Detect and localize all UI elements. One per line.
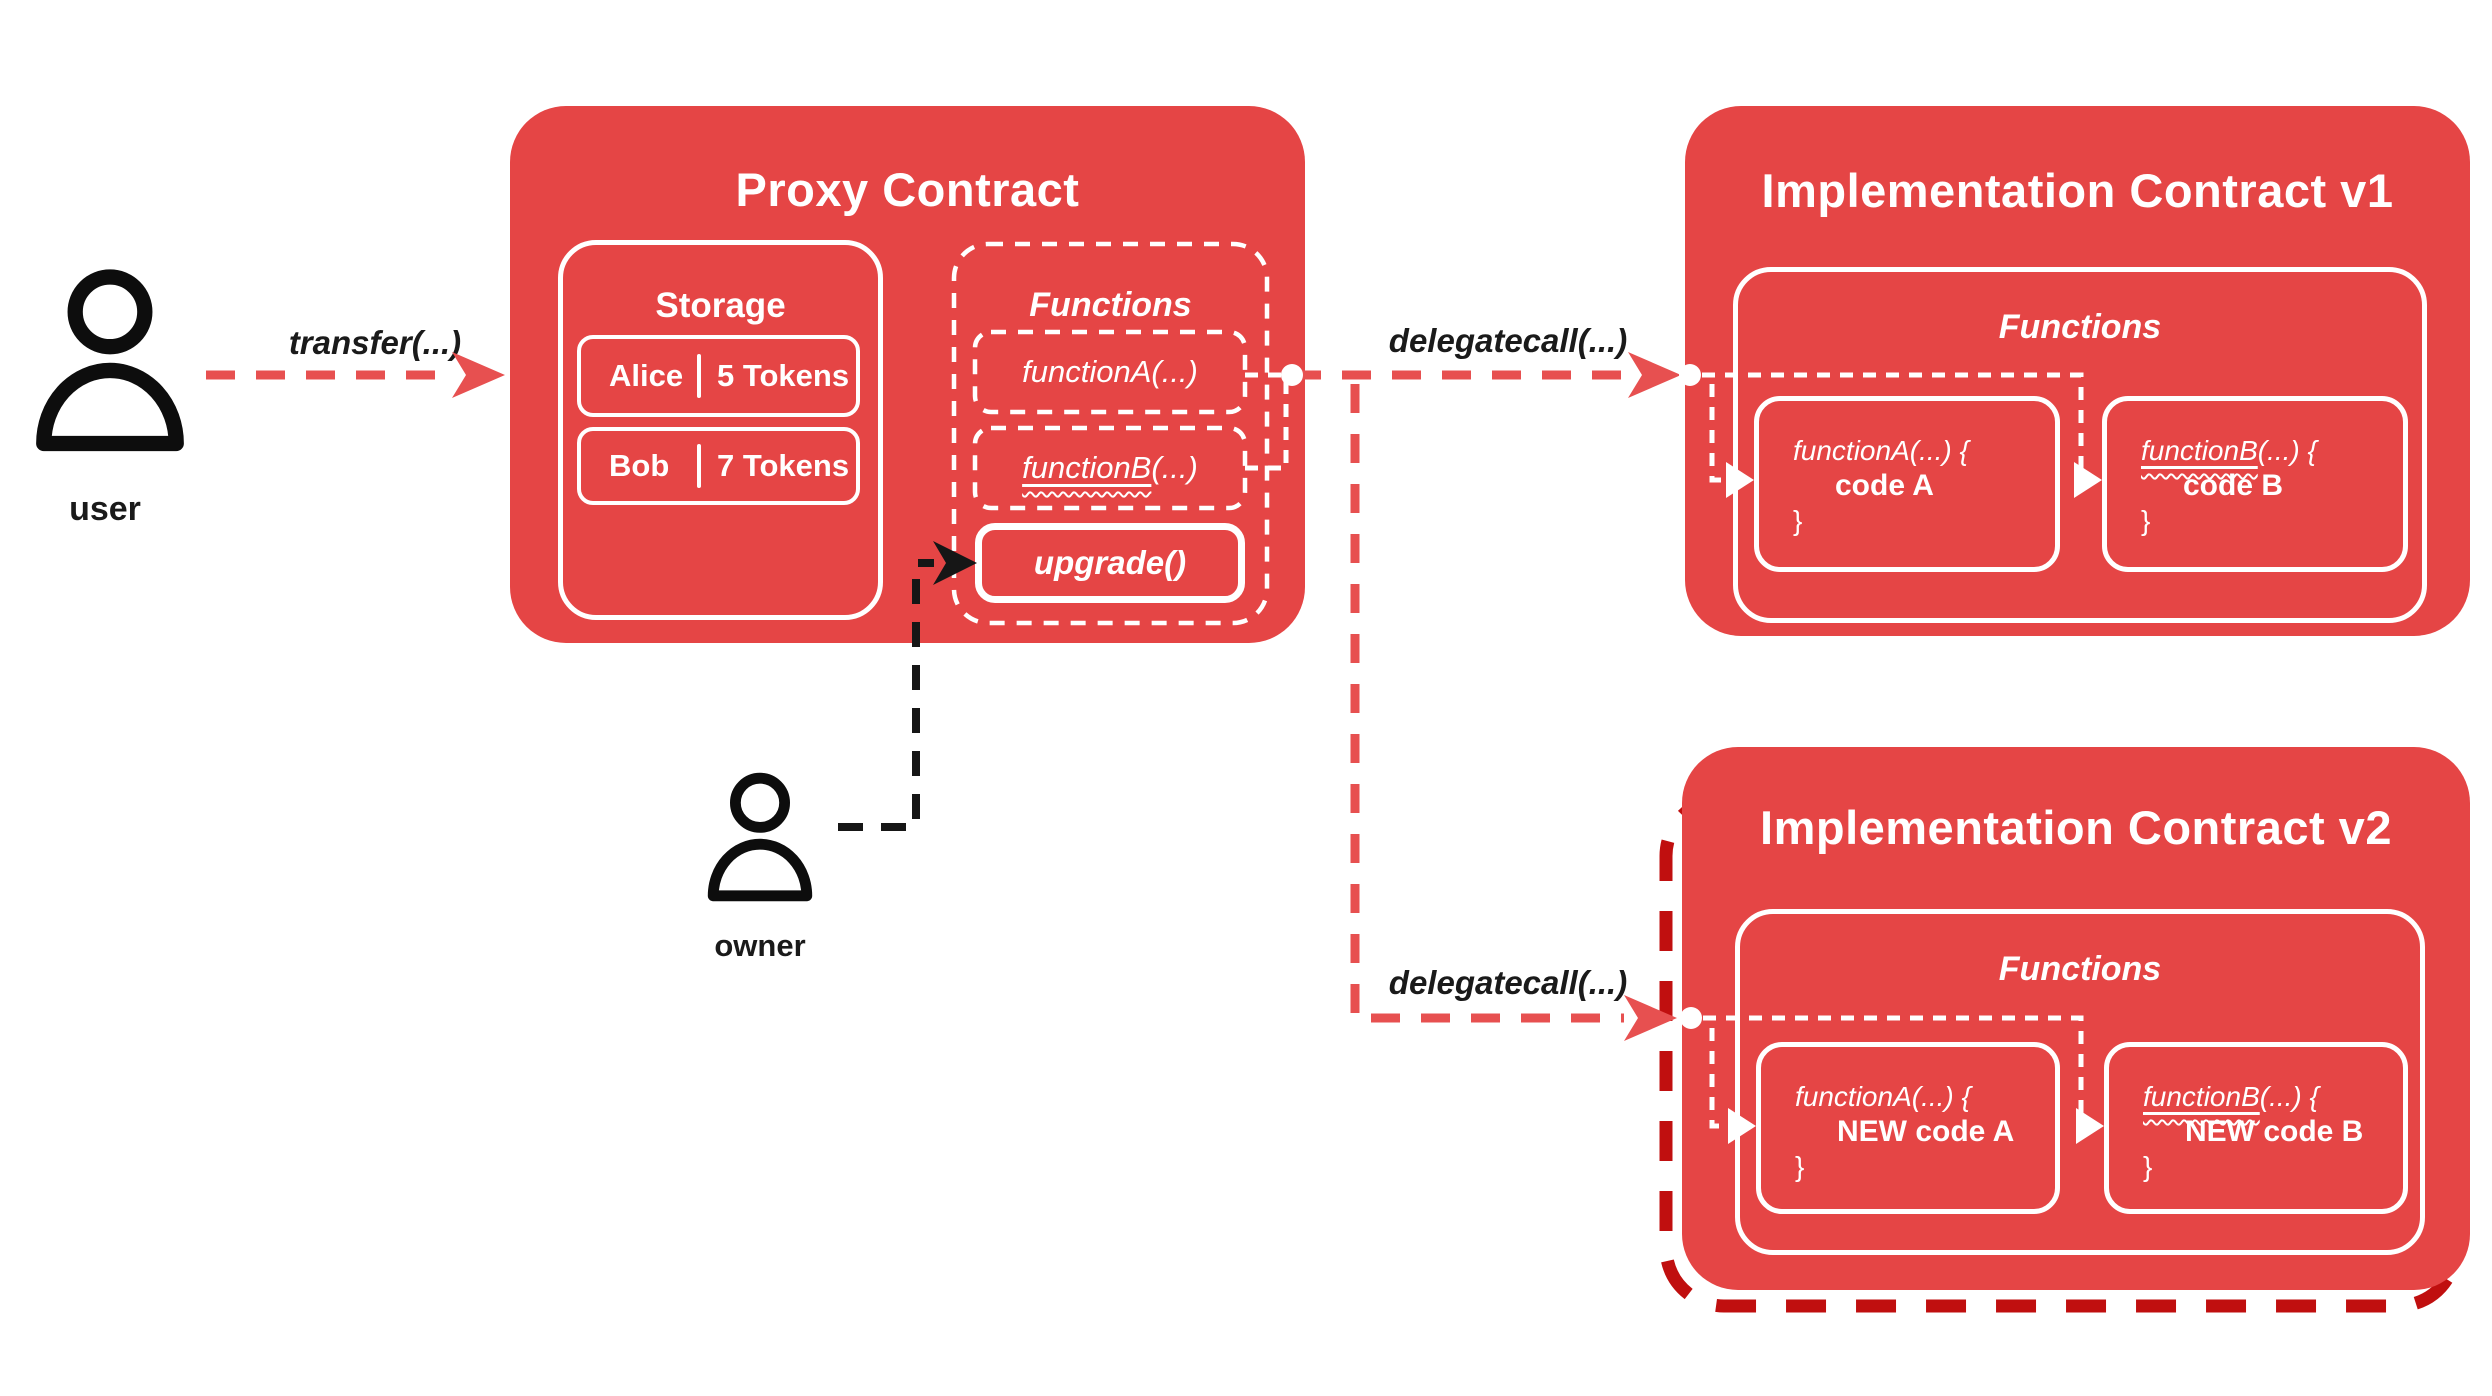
- function-close-brace: }: [1793, 505, 1803, 536]
- owner-label: owner: [714, 928, 806, 963]
- storage-row-bob: Bob 7 Tokens: [577, 427, 860, 505]
- owner-icon: [700, 770, 820, 922]
- proxy-function-a-text: functionA(...): [1022, 354, 1198, 389]
- function-signature: functionB(...) {: [2109, 1079, 2403, 1114]
- user-icon: [25, 266, 195, 480]
- storage-row-divider: [697, 354, 701, 398]
- storage-row-divider: [697, 444, 701, 488]
- impl-v1-functions-title: Functions: [1998, 308, 2162, 346]
- impl-v1-title: Implementation Contract v1: [1761, 164, 2394, 217]
- impl-v1-box: [1685, 106, 2470, 636]
- delegatecall-v2-arrow-line: [1350, 384, 1624, 1023]
- function-body: code A: [1835, 469, 1934, 502]
- proxy-functions-title: Functions: [1029, 286, 1192, 324]
- function-close-brace: }: [2141, 505, 2151, 536]
- impl-v1-function-a-box: functionA(...) { code A }: [1754, 396, 2060, 572]
- person-icon: [707, 772, 813, 902]
- transfer-call-label: transfer(...): [288, 324, 462, 361]
- person-head: [67, 269, 153, 355]
- impl-v2-functions-title: Functions: [1998, 950, 2162, 988]
- impl-v2-function-a-box: functionA(...) { NEW code A }: [1756, 1042, 2060, 1214]
- storage-row-alice-name: Alice: [609, 358, 684, 393]
- storage-row-alice: Alice 5 Tokens: [577, 335, 860, 417]
- proxy-upgrade-box: upgrade(): [975, 523, 1245, 603]
- impl-v1-function-b-box: functionB(...) { code B }: [2102, 396, 2408, 572]
- proxy-function-b: functionB(...): [975, 428, 1245, 508]
- person-body: [36, 362, 184, 452]
- function-body: NEW code B: [2185, 1115, 2364, 1148]
- delegatecall-v1-label: delegatecall(...): [1388, 322, 1628, 359]
- storage-row-bob-value: 7 Tokens: [717, 448, 850, 483]
- function-b-name-underlined: functionB: [2141, 435, 2258, 466]
- proxy-function-b-name: functionB: [1022, 450, 1152, 485]
- function-signature: functionA(...) {: [1793, 435, 1969, 466]
- function-b-suffix: (...) {: [2257, 435, 2317, 466]
- function-b-name: functionB: [2143, 1081, 2260, 1112]
- impl-v2-function-b-box: functionB(...) { NEW code B }: [2104, 1042, 2408, 1214]
- person-head: [730, 772, 790, 833]
- proxy-function-b-suffix: (...): [1151, 450, 1198, 485]
- function-b-name: functionB: [2141, 435, 2258, 466]
- function-signature: functionA(...) {: [1795, 1081, 1971, 1112]
- proxy-storage-panel: [558, 240, 883, 620]
- person-icon: [36, 269, 184, 452]
- function-signature: functionB(...) {: [2107, 433, 2403, 468]
- function-close-brace: }: [1795, 1151, 1805, 1182]
- delegatecall-v2-label: delegatecall(...): [1388, 964, 1628, 1001]
- proxy-contract-title: Proxy Contract: [735, 163, 1080, 216]
- proxy-function-a: functionA(...): [975, 332, 1245, 412]
- user-label: user: [69, 490, 141, 528]
- function-body: code B: [2183, 469, 2284, 502]
- proxy-function-b-name-underlined: functionB: [1022, 450, 1151, 486]
- impl-v2-title: Implementation Contract v2: [1760, 801, 2392, 854]
- storage-row-alice-value: 5 Tokens: [717, 358, 850, 393]
- storage-row-bob-name: Bob: [609, 448, 670, 483]
- function-b-suffix: (...) {: [2259, 1081, 2319, 1112]
- proxy-storage-title: Storage: [655, 286, 786, 325]
- proxy-upgrade-label: upgrade(): [1033, 544, 1187, 581]
- function-body: NEW code A: [1837, 1115, 2015, 1148]
- person-body: [707, 838, 813, 902]
- function-b-name-underlined: functionB: [2143, 1081, 2260, 1112]
- function-close-brace: }: [2143, 1151, 2153, 1182]
